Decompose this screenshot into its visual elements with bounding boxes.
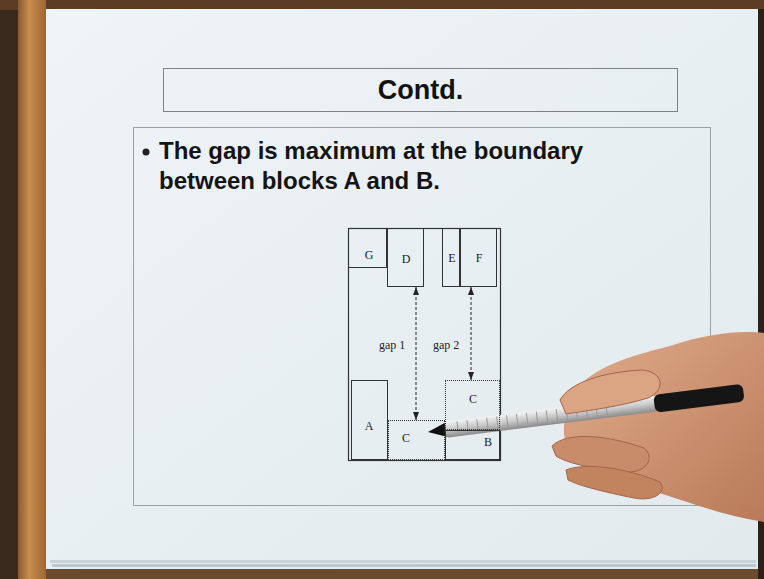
block-label: D xyxy=(402,252,411,267)
block-label: C xyxy=(402,431,410,446)
block-box: F xyxy=(460,228,497,287)
bullet-text: The gap is maximum at the boundary betwe… xyxy=(159,136,629,196)
block-box: G xyxy=(348,228,387,268)
block-label: B xyxy=(484,435,492,450)
gap-arrow xyxy=(471,287,472,380)
block-label: E xyxy=(448,251,455,266)
gap-label: gap 1 xyxy=(378,338,406,353)
block-label: A xyxy=(365,419,374,434)
gap-label: gap 2 xyxy=(432,338,460,353)
block-box: D xyxy=(387,228,424,287)
title-box: Contd. xyxy=(163,68,678,112)
gap-arrow xyxy=(416,287,417,420)
block-label: F xyxy=(476,251,483,266)
block-box: A xyxy=(351,380,388,460)
block-label: G xyxy=(365,248,374,263)
block-label: C xyxy=(469,392,477,407)
block-box: E xyxy=(442,228,460,287)
block-box: C xyxy=(388,420,445,460)
block-box: C xyxy=(445,380,500,430)
slide-title: Contd. xyxy=(378,75,463,106)
block-box: B xyxy=(445,430,500,460)
